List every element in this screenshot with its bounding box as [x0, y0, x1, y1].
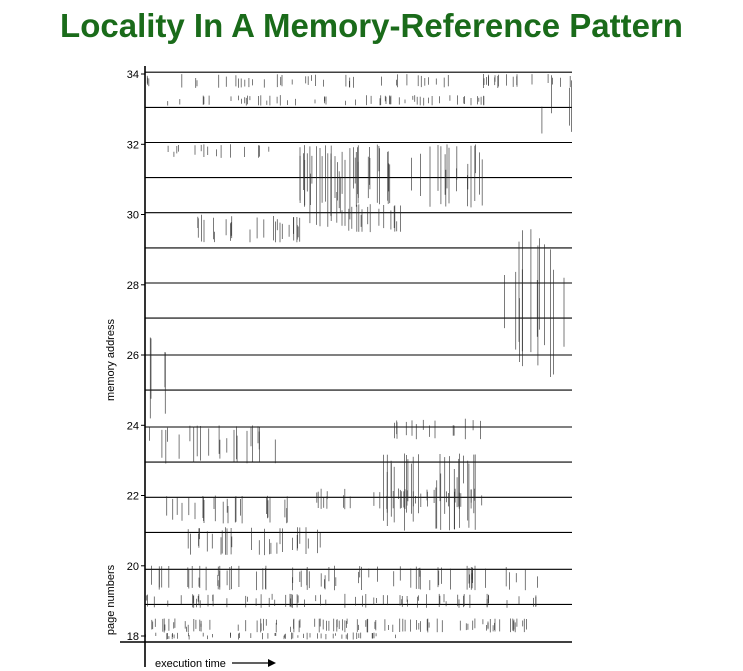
- y-tick-26: 26: [127, 350, 139, 362]
- chart-axes: [120, 66, 572, 667]
- y-axis-label: memory address: [105, 319, 117, 401]
- memory-reference-marks: [145, 74, 572, 640]
- y-tick-labels: 18 20 22 24 26 28 30 32 34: [127, 69, 145, 643]
- y-tick-20: 20: [127, 561, 139, 573]
- page-title: Locality In A Memory-Reference Pattern: [60, 7, 683, 44]
- y-tick-34: 34: [127, 69, 139, 81]
- page-boundary-lines: [145, 71, 572, 605]
- x-axis-arrow: [232, 659, 276, 667]
- y-tick-32: 32: [127, 139, 139, 151]
- y-tick-18: 18: [127, 631, 139, 643]
- y-tick-28: 28: [127, 280, 139, 292]
- y-axis-secondary-label: page numbers: [105, 564, 117, 635]
- y-tick-24: 24: [127, 420, 139, 432]
- y-tick-22: 22: [127, 491, 139, 503]
- y-tick-30: 30: [127, 210, 139, 222]
- x-axis-label: execution time: [155, 658, 226, 670]
